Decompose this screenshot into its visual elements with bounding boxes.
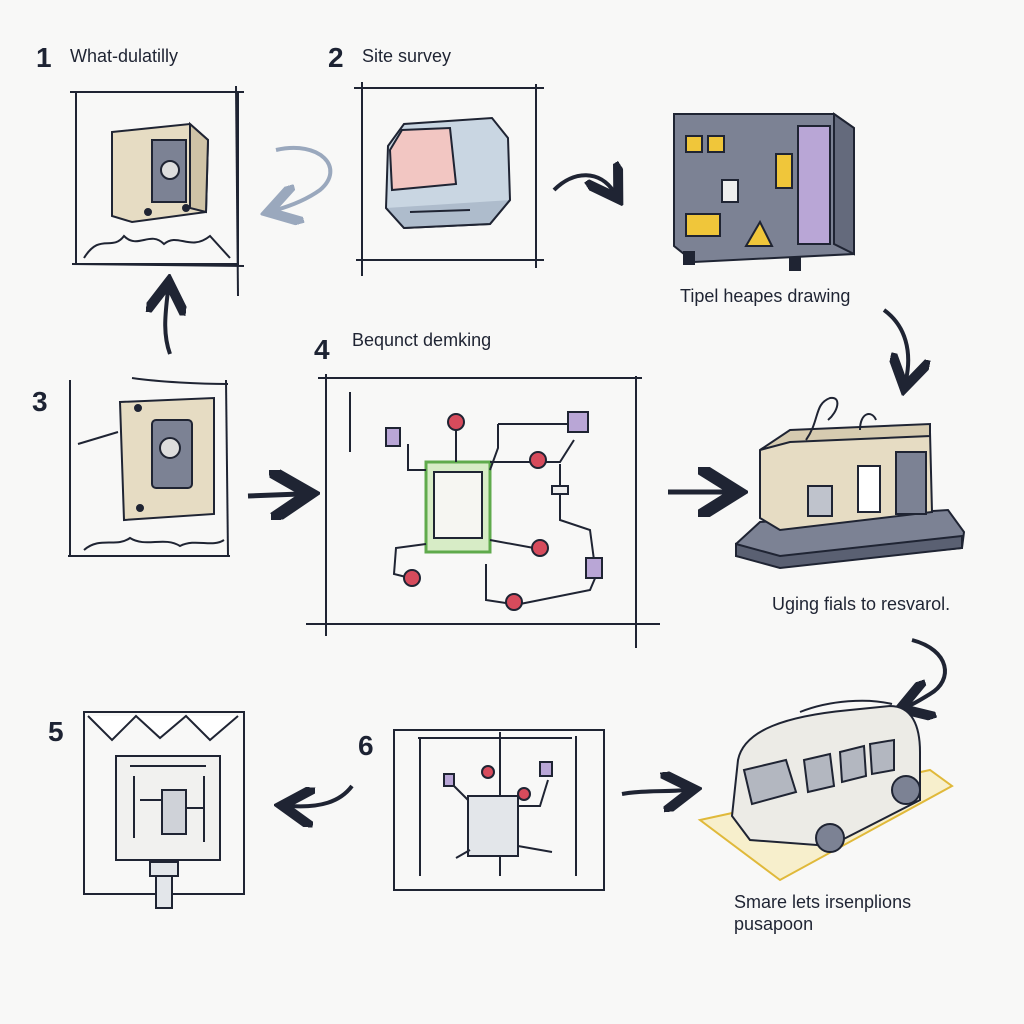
step-1-label: What-dulatilly	[70, 46, 179, 66]
cabinet-caption: Tipel heapes drawing	[680, 286, 851, 306]
cabinet-illustration	[673, 112, 855, 271]
step-4-number: 4	[314, 334, 330, 365]
circuit-node-purple	[385, 411, 603, 579]
arrow-3-to-4	[247, 494, 300, 496]
circuit-schematic	[385, 411, 603, 611]
step-2-label: Site survey	[362, 46, 452, 66]
step-2-number: 2	[328, 42, 344, 73]
step-3-panel	[68, 377, 230, 557]
step-5-number: 5	[48, 716, 64, 747]
arrow-van-to-6	[621, 790, 686, 794]
step-6-number: 6	[358, 730, 374, 761]
step-4-label: Bequnct demking	[352, 330, 492, 350]
building-caption: Uging fials to resvarol.	[772, 594, 951, 614]
arrow-2-to-1	[276, 146, 333, 210]
step-1-number: 1	[36, 42, 52, 73]
van-caption-line1: Smare lets irsenplions	[734, 892, 912, 912]
step-4-panel	[306, 374, 660, 648]
step-1-panel	[70, 85, 245, 297]
step-2-panel	[354, 82, 544, 276]
arrow-building-to-van	[908, 638, 947, 706]
switch-box-icon	[118, 396, 215, 522]
arrow-cabinet-to-building	[882, 308, 908, 380]
utility-pole-icon	[130, 765, 206, 909]
survey-device-icon	[384, 116, 512, 230]
van-illustration	[697, 699, 954, 882]
arrow-2-to-cabinet	[552, 175, 614, 192]
safe-icon	[111, 121, 210, 224]
step-6-panel	[393, 729, 605, 891]
building-illustration	[735, 396, 966, 570]
mini-schematic	[443, 761, 553, 859]
arrow-6-to-5	[290, 784, 354, 806]
step-5-panel	[83, 711, 245, 909]
circuit-node-red	[403, 413, 549, 611]
step-3-number: 3	[32, 386, 48, 417]
van-caption-line2: pusapoon	[734, 914, 814, 934]
arrow-3-to-1	[165, 290, 170, 355]
